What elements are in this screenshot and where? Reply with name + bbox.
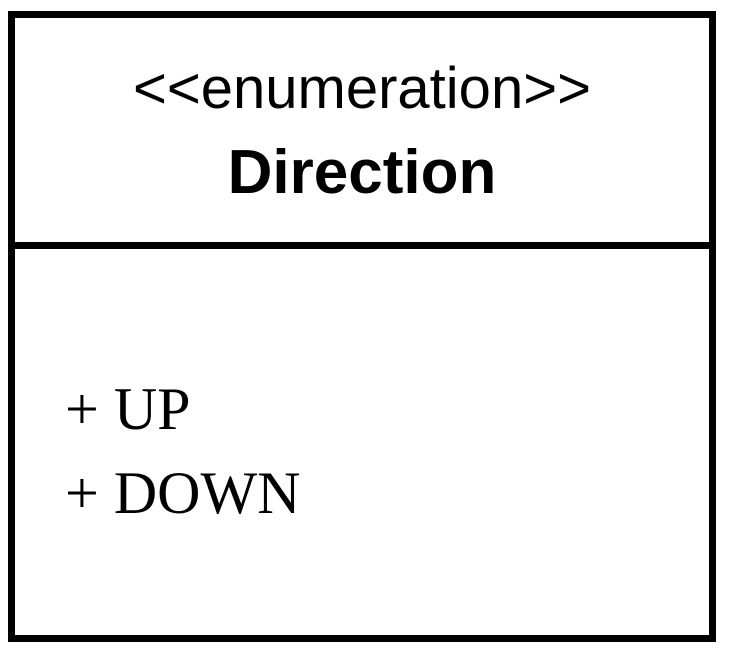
literal-up: + UP (65, 376, 191, 442)
enumeration-box: <<enumeration>> Direction + UP + DOWN (8, 11, 716, 642)
literal-down: + DOWN (65, 460, 301, 526)
enumeration-name: Direction (227, 138, 497, 207)
literal-list: + UP + DOWN (65, 367, 300, 535)
enumeration-header: <<enumeration>> Direction (15, 18, 709, 249)
stereotype-label: <<enumeration>> (133, 56, 591, 121)
enumeration-literals-compartment: + UP + DOWN (15, 249, 709, 635)
